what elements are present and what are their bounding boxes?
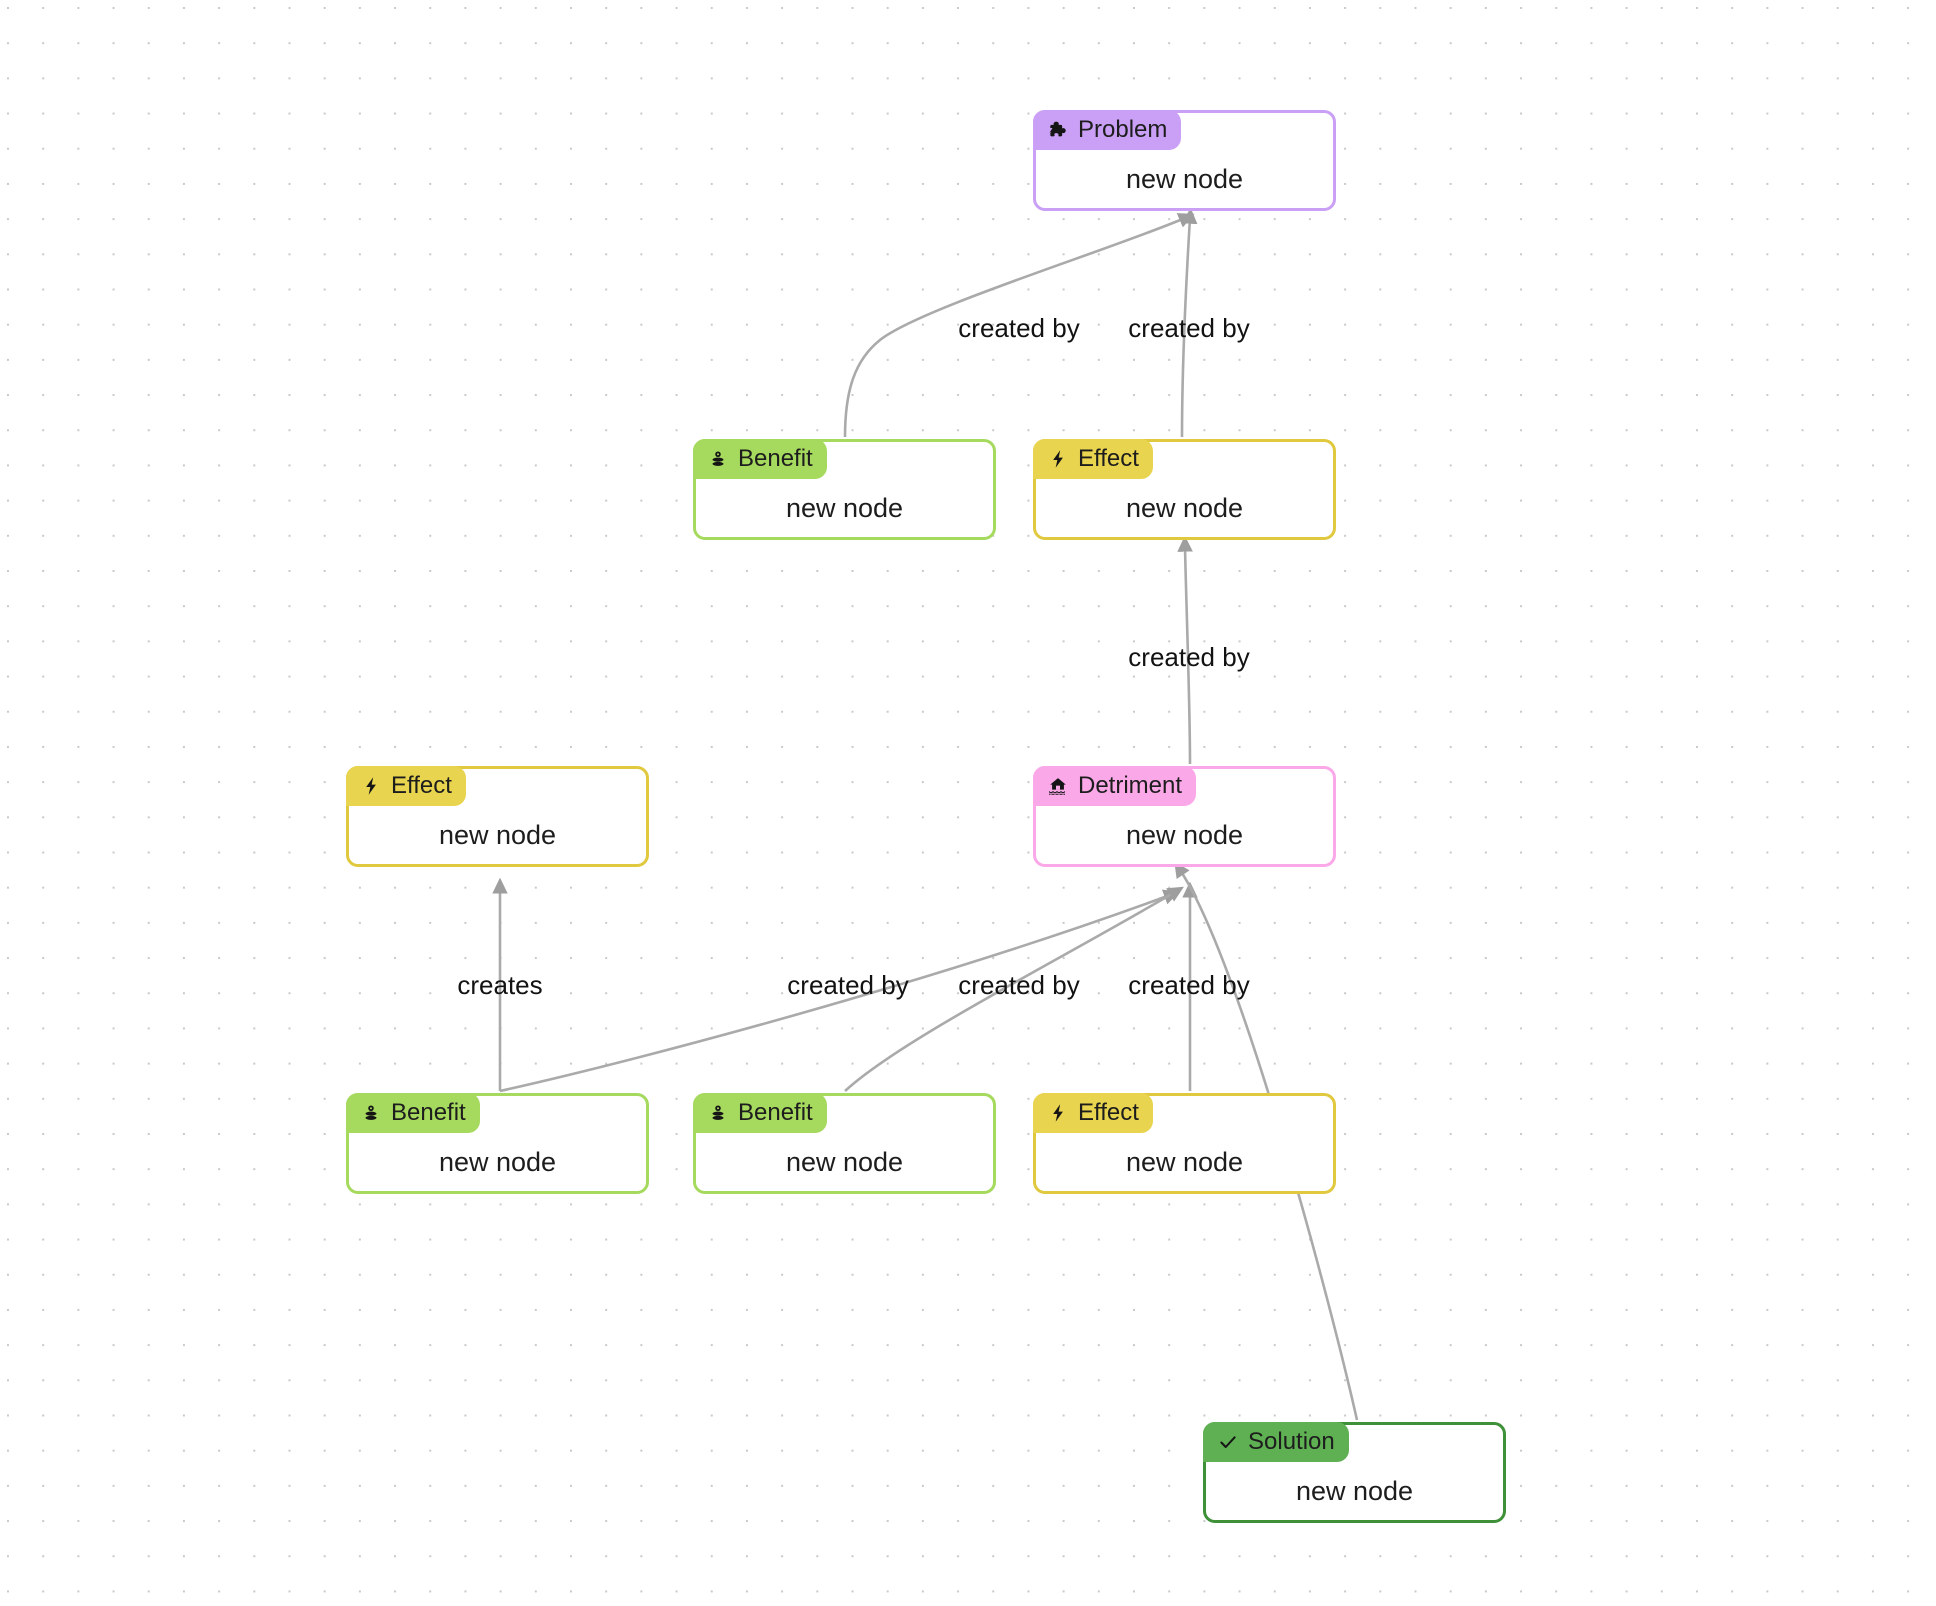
node-text[interactable]: new node	[1125, 492, 1244, 523]
node-text[interactable]: new node	[1295, 1475, 1414, 1506]
edge-label[interactable]: created by	[1128, 642, 1250, 672]
node-type-tag[interactable]: Benefit	[693, 1093, 827, 1133]
node-type-tag[interactable]: Effect	[1033, 439, 1153, 479]
node-text[interactable]: new node	[785, 1146, 904, 1177]
flower-icon	[707, 1102, 729, 1124]
node-type-label: Effect	[391, 772, 452, 799]
node-text[interactable]: new node	[1125, 1146, 1244, 1177]
puzzle-piece-icon	[1047, 119, 1069, 141]
flower-icon	[707, 448, 729, 470]
node-problem[interactable]: Problem new node	[1033, 110, 1336, 211]
lightning-bolt-icon	[360, 775, 382, 797]
lightning-bolt-icon	[1047, 448, 1069, 470]
node-type-tag[interactable]: Effect	[346, 766, 466, 806]
node-benefit[interactable]: Benefit new node	[346, 1093, 649, 1194]
check-icon	[1217, 1431, 1239, 1453]
node-benefit[interactable]: Benefit new node	[693, 1093, 996, 1194]
edge-label[interactable]: created by	[787, 970, 909, 1000]
node-text[interactable]: new node	[1125, 819, 1244, 850]
edge-label[interactable]: created by	[1128, 970, 1250, 1000]
node-type-label: Benefit	[391, 1099, 466, 1126]
node-effect[interactable]: Effect new node	[346, 766, 649, 867]
flower-icon	[360, 1102, 382, 1124]
edge-label[interactable]: created by	[1128, 313, 1250, 343]
edge-label[interactable]: created by	[958, 970, 1080, 1000]
node-type-label: Detriment	[1078, 772, 1183, 799]
node-effect[interactable]: Effect new node	[1033, 439, 1336, 540]
node-detriment[interactable]: Detriment new node	[1033, 766, 1336, 867]
node-type-tag[interactable]: Effect	[1033, 1093, 1153, 1133]
node-type-label: Effect	[1078, 1099, 1139, 1126]
node-type-tag[interactable]: Benefit	[346, 1093, 480, 1133]
node-text[interactable]: new node	[438, 1146, 557, 1177]
node-type-tag[interactable]: Solution	[1203, 1422, 1349, 1462]
lightning-bolt-icon	[1047, 1102, 1069, 1124]
node-type-label: Solution	[1248, 1428, 1335, 1455]
edge-label[interactable]: creates	[457, 970, 543, 1000]
node-text[interactable]: new node	[785, 492, 904, 523]
node-type-tag[interactable]: Benefit	[693, 439, 827, 479]
node-text[interactable]: new node	[438, 819, 557, 850]
node-text[interactable]: new node	[1125, 163, 1244, 194]
flooded-house-icon	[1047, 775, 1069, 797]
edge-label[interactable]: created by	[958, 313, 1080, 343]
node-solution[interactable]: Solution new node	[1203, 1422, 1506, 1523]
node-type-label: Problem	[1078, 116, 1168, 143]
node-type-label: Benefit	[738, 1099, 813, 1126]
node-benefit[interactable]: Benefit new node	[693, 439, 996, 540]
node-effect[interactable]: Effect new node	[1033, 1093, 1336, 1194]
node-type-label: Benefit	[738, 445, 813, 472]
node-type-label: Effect	[1078, 445, 1139, 472]
node-type-tag[interactable]: Detriment	[1033, 766, 1197, 806]
node-type-tag[interactable]: Problem	[1033, 110, 1182, 150]
